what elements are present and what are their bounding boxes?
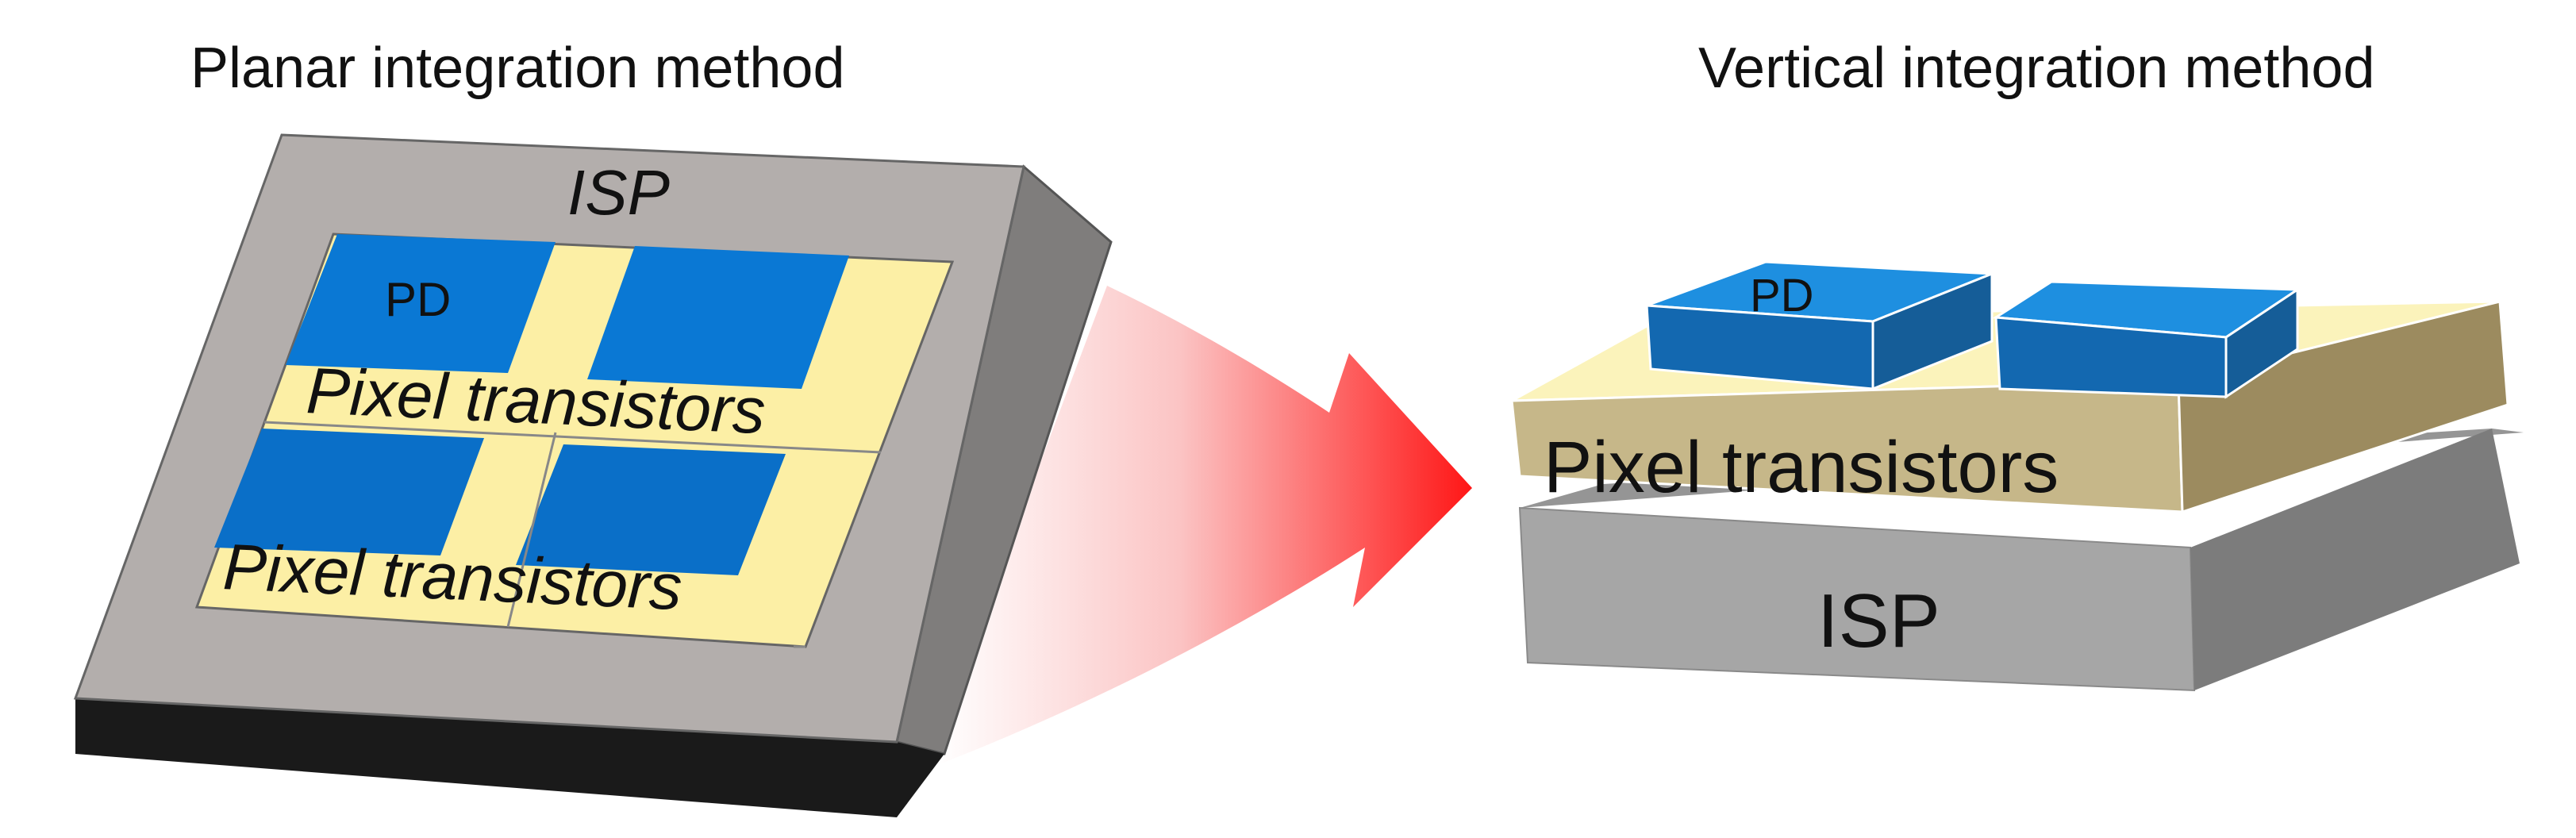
vertical-transistor-side <box>2177 300 2509 514</box>
planar-pd-2 <box>587 246 849 389</box>
planar-grid-line-h <box>263 421 882 454</box>
planar-isp-label: ISP <box>567 157 670 228</box>
planar-isp-side-front <box>75 698 944 817</box>
vertical-transistor-label: Pixel transistors <box>1544 427 2059 508</box>
transition-arrow <box>925 286 1472 770</box>
planar-grid-line-v2 <box>506 432 557 628</box>
vertical-method-heading: Vertical integration method <box>1698 37 2375 100</box>
planar-pd-1 <box>286 234 556 373</box>
vertical-isp-label: ISP <box>1817 579 1940 663</box>
planar-pd-label: PD <box>385 273 451 326</box>
vertical-pd-2-side <box>2224 287 2299 399</box>
planar-method-heading: Planar integration method <box>190 37 845 100</box>
vertical-pd-1-side <box>1871 271 1994 391</box>
planar-pd-4 <box>516 444 786 575</box>
planar-pd-3 <box>214 429 484 555</box>
planar-chip: ISP PD Pixel transistors Pixel transisto… <box>73 133 1113 817</box>
vertical-stack: ISP Pixel transistors PD <box>1510 260 2524 692</box>
vertical-pd-label: PD <box>1750 270 1814 321</box>
vertical-isp-side <box>2190 429 2520 690</box>
